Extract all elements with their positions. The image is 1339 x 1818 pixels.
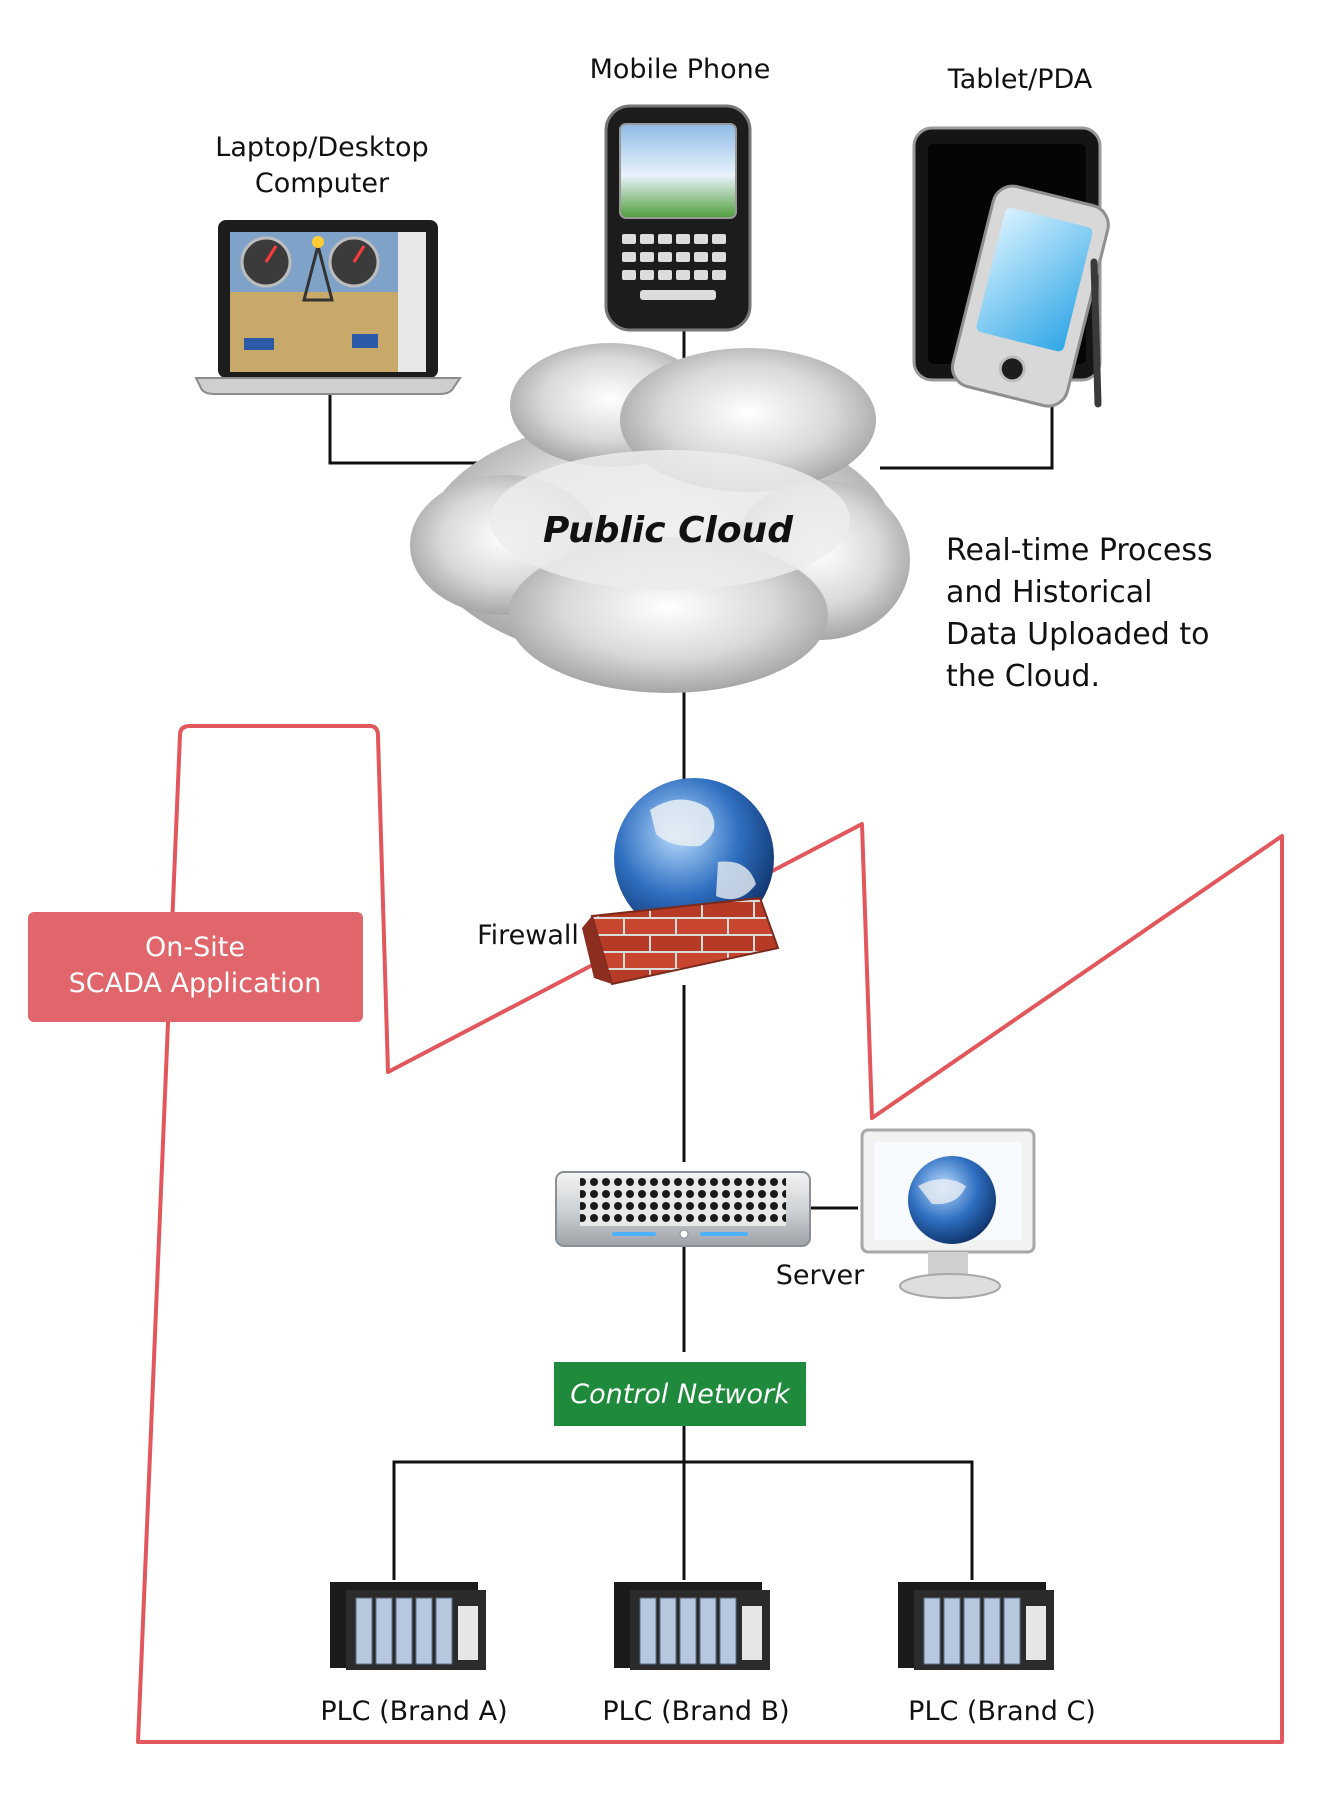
laptop-label-line1: Laptop/Desktop <box>215 132 428 163</box>
plc-a-label: PLC (Brand A) <box>320 1696 507 1727</box>
rack-server-icon <box>555 1171 811 1247</box>
smartphone-icon <box>604 104 752 332</box>
plc-c-label: PLC (Brand C) <box>908 1696 1096 1727</box>
note-line3: Data Uploaded to <box>946 617 1209 652</box>
plc-b-label: PLC (Brand B) <box>602 1696 789 1727</box>
site-boundary-outline <box>136 724 1284 1744</box>
tablet-label: Tablet/PDA <box>947 64 1093 95</box>
site-badge-line2: SCADA Application <box>69 968 322 999</box>
plc-rack-icon <box>614 1582 770 1670</box>
site-badge-line1: On-Site <box>145 932 245 963</box>
laptop-label-line2: Computer <box>255 168 390 199</box>
tablet-pda-icon <box>912 126 1110 408</box>
site-badge <box>28 912 363 1022</box>
mobile-label: Mobile Phone <box>590 54 771 85</box>
plc-rack-icon <box>898 1582 1054 1670</box>
cloud-label: Public Cloud <box>543 510 794 551</box>
control-network-box <box>554 1362 806 1426</box>
note-line4: the Cloud. <box>946 659 1100 694</box>
firewall-label: Firewall <box>477 920 579 951</box>
firewall-globe-icon <box>582 778 780 986</box>
connection-lines <box>328 322 1054 1580</box>
note-line2: and Historical <box>946 575 1153 610</box>
cloud-icon <box>410 343 910 693</box>
control-network-label: Control Network <box>570 1379 791 1410</box>
note-line1: Real-time Process <box>946 533 1213 568</box>
plc-rack-icon <box>330 1582 486 1670</box>
laptop-icon <box>194 220 462 395</box>
server-label: Server <box>776 1260 865 1291</box>
monitor-globe-icon <box>860 1128 1036 1299</box>
